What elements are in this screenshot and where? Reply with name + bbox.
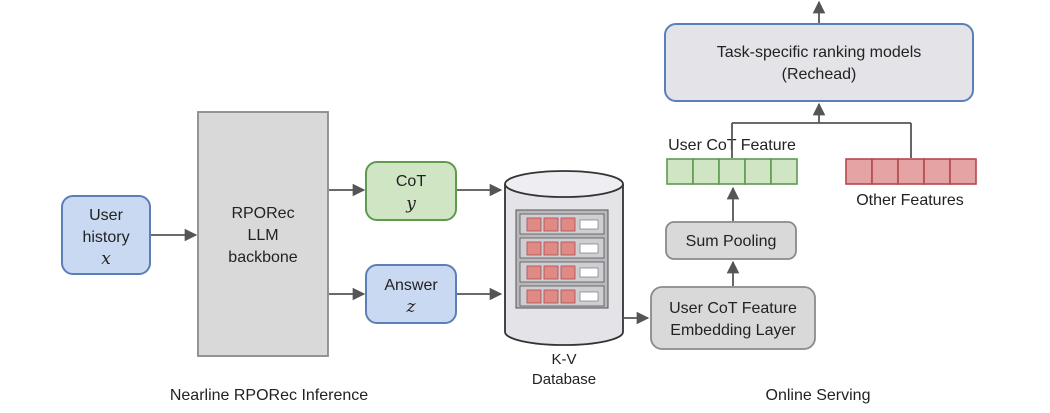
- user-history-line2: history: [82, 229, 129, 246]
- user-history-symbol: x: [101, 249, 111, 269]
- shelf-row: [519, 237, 605, 259]
- kv-database-node: K-V Database: [504, 170, 624, 388]
- answer-symbol: z: [406, 297, 417, 317]
- backbone-line3: backbone: [228, 249, 297, 266]
- other-feature-cell: [949, 158, 977, 185]
- ranking-line1: Task-specific ranking models: [717, 44, 922, 61]
- answer-label: Answer: [384, 277, 438, 294]
- backbone-line2: LLM: [247, 227, 278, 244]
- shelf-row: [519, 285, 605, 307]
- ranking-models-node: Task-specific ranking models (Rechead): [664, 23, 974, 102]
- other-feature-cell: [897, 158, 925, 185]
- sum-pooling-node: Sum Pooling: [665, 221, 797, 260]
- other-features-label: Other Features: [856, 192, 964, 209]
- backbone-line1: RPORec: [231, 205, 294, 222]
- cot-node: CoT y: [365, 161, 457, 221]
- cot-feature-cell: [692, 158, 720, 185]
- cot-feature-cell: [770, 158, 798, 185]
- cot-feature-cell: [666, 158, 694, 185]
- cot-symbol: y: [405, 194, 416, 214]
- other-feature-cell: [871, 158, 899, 185]
- database-line2: Database: [532, 371, 596, 388]
- user-history-line1: User: [89, 207, 123, 224]
- shelf-row: [519, 213, 605, 235]
- cot-label: CoT: [396, 173, 426, 190]
- merge-connector: [731, 102, 912, 158]
- embedding-line1: User CoT Feature: [669, 300, 797, 317]
- ranking-line2: (Rechead): [782, 66, 857, 83]
- user-history-node: User history x: [61, 195, 151, 275]
- database-shelves: [515, 209, 609, 309]
- llm-backbone-node: RPORec LLM backbone: [197, 111, 329, 357]
- sum-pooling-label: Sum Pooling: [686, 233, 777, 250]
- embedding-line2: Embedding Layer: [670, 322, 796, 339]
- shelf-row: [519, 261, 605, 283]
- section-caption-online: Online Serving: [766, 387, 871, 404]
- cot-feature-cell: [744, 158, 772, 185]
- cot-feature-cell: [718, 158, 746, 185]
- other-features-vector: Other Features: [845, 158, 977, 209]
- section-caption-nearline: Nearline RPORec Inference: [170, 387, 368, 404]
- other-feature-cell: [923, 158, 951, 185]
- embedding-layer-node: User CoT Feature Embedding Layer: [650, 286, 816, 350]
- database-line1: K-V: [551, 351, 576, 368]
- answer-node: Answer z: [365, 264, 457, 324]
- other-feature-cell: [845, 158, 873, 185]
